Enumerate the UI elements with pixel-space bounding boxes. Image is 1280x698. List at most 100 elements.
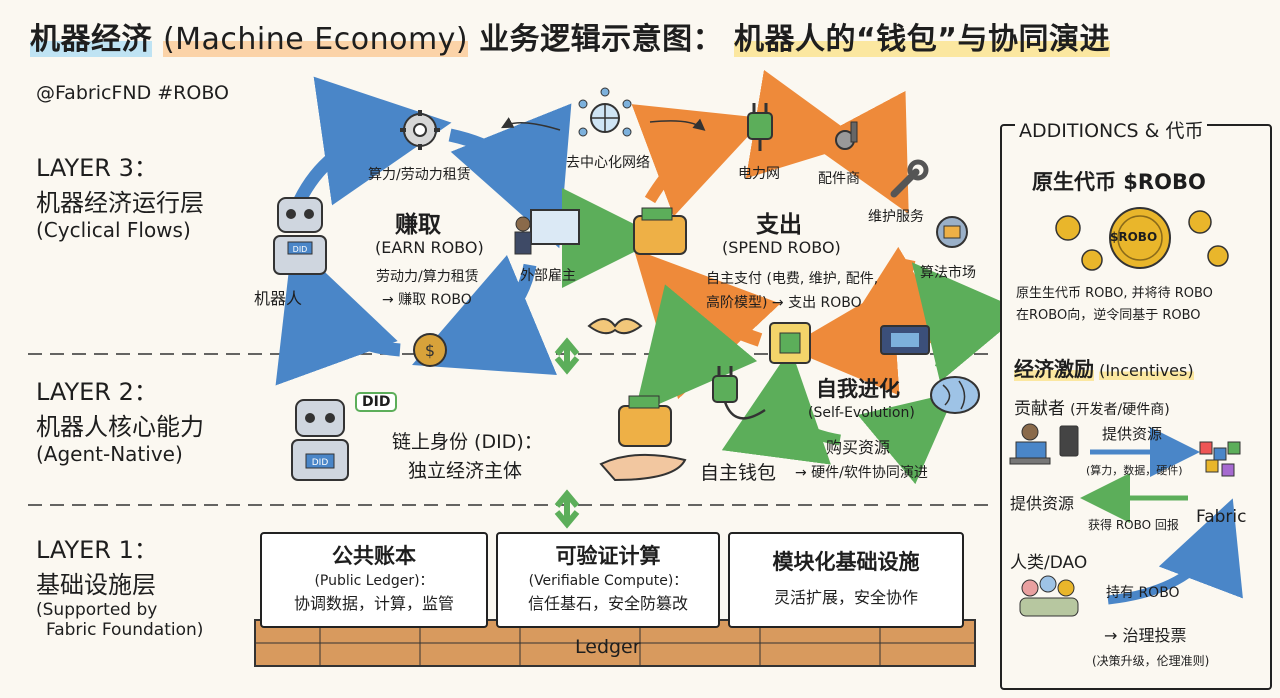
spend-desc-2: 高阶模型) → 支出 ROBO: [706, 295, 862, 311]
employer-label: 外部雇主: [520, 268, 576, 284]
layer1-label: LAYER 1： 基础设施层 (Supported by Fabric Foun…: [36, 536, 204, 640]
earn-desc-2: → 赚取 ROBO: [382, 292, 472, 308]
dao-label: 人类/DAO: [1010, 553, 1088, 573]
svg-text:DID: DID: [312, 458, 329, 468]
infra-box: 模块化基础设施 灵活扩展，安全协作: [728, 532, 964, 628]
arrow-evo-up: [911, 262, 1000, 382]
ledger-box: 公共账本 (Public Ledger)： 协调数据，计算，监管: [260, 532, 488, 628]
title-tail: 机器人的“钱包”与协同演进: [734, 22, 1110, 57]
reward-label: 获得 ROBO 回报: [1088, 518, 1179, 532]
arrow-network-right: [649, 118, 706, 131]
charger-icon: [712, 366, 766, 420]
ledger-label: Ledger: [575, 636, 641, 658]
arrow-spend-grid: [745, 69, 864, 179]
wallet-hand-icon: [599, 395, 687, 482]
rent-label: 算力/劳动力租赁: [368, 167, 471, 183]
title-middle: 业务逻辑示意图：: [479, 22, 724, 57]
parts-icon: [835, 121, 858, 150]
did-title: 链上身份 (DID)：: [392, 431, 543, 453]
token-title: 原生代币 $ROBO: [1032, 170, 1206, 194]
arrow-l2-l1: [554, 489, 580, 529]
did-badge: DID: [355, 392, 398, 412]
employer-icon: [514, 209, 580, 255]
device-icon: [1059, 425, 1079, 457]
flow-diagram: DID $: [28, 69, 1000, 667]
wallet-label: 自主钱包: [700, 462, 777, 484]
hold-label: 持有 ROBO: [1106, 585, 1180, 601]
algo-market-icon: [936, 216, 968, 248]
arrow-earn-down: [412, 254, 558, 375]
gov-sub: (决策升级，伦理准则): [1092, 654, 1210, 668]
compute-box: 可验证计算 (Verifiable Compute)： 信任基石，安全防篡改: [496, 532, 720, 628]
evo-en: (Self-Evolution): [808, 405, 915, 421]
incentive-diagram: [1009, 423, 1243, 617]
earn-desc-1: 劳动力/算力租赁: [376, 269, 479, 285]
arrow-spend-up: [631, 104, 765, 217]
robot-icon: DID: [273, 197, 327, 275]
arrow-evo-loop: [721, 348, 841, 465]
arrow-earn-back: [275, 241, 401, 386]
arrow-earn-right: [448, 103, 572, 249]
people-icon: [1019, 575, 1079, 617]
spend-en: (SPEND ROBO): [722, 238, 841, 257]
handshake-icon: [587, 318, 643, 335]
provide-label-2: 提供资源: [1010, 494, 1075, 513]
arrow-evo-brain: [857, 391, 956, 485]
algo-label: 算法市场: [920, 265, 976, 281]
plug-icon: [747, 103, 773, 151]
buy-label: 购买资源: [826, 438, 891, 457]
earn-en: (EARN ROBO): [375, 238, 484, 257]
token-desc-2: 在ROBO向，逆令同基于 ROBO: [1016, 308, 1201, 323]
robot-label: 机器人: [254, 289, 303, 308]
arrow-wallet-down: [634, 284, 758, 415]
supplier-label: 配件商: [818, 171, 860, 187]
contributor-label: 贡献者 (开发者/硬件商): [1014, 399, 1170, 419]
money-bag-icon: $: [413, 333, 447, 367]
fabric-cubes-icon: [1199, 441, 1241, 477]
robot-did-icon: DID: [291, 399, 349, 481]
page-title: 机器经济 (Machine Economy) 业务逻辑示意图： 机器人的“钱包”…: [30, 14, 1110, 58]
arrow-l3-l2: [554, 337, 580, 375]
module-icon: [769, 322, 811, 364]
layer2-label: LAYER 2： 机器人核心能力 (Agent-Native): [36, 378, 204, 466]
coin-label: $ROBO: [1110, 230, 1158, 244]
arrow-earn-up: [294, 76, 452, 206]
coin-icon: [1081, 249, 1103, 271]
coin-icon: [1188, 210, 1212, 234]
provide-label: 提供资源: [1102, 425, 1163, 443]
wallet-icon: [633, 207, 687, 255]
grid-label: 电力网: [738, 166, 780, 182]
arrow-dao-fabric: [1107, 498, 1243, 605]
spend-desc-1: 自主支付 (电费, 维护, 配件,: [706, 271, 879, 287]
coin-icon: [1207, 245, 1229, 267]
incentives-title: 经济激励 (Incentives): [1014, 357, 1194, 381]
svg-text:DID: DID: [293, 245, 308, 254]
gov-label: → 治理投票: [1104, 626, 1187, 645]
buy-sub: → 硬件/软件协同演进: [795, 465, 928, 481]
earn-title: 赚取: [395, 212, 441, 238]
network-icon: [578, 87, 632, 137]
panel-header: ADDITIONCS & 代币: [1015, 116, 1208, 143]
network-label: 去中心化网络: [566, 155, 650, 171]
title-english: (Machine Economy): [162, 22, 469, 57]
arrow-network-left: [501, 117, 561, 131]
chip-icon: [880, 325, 930, 355]
did-sub: 独立经济主体: [408, 460, 523, 482]
brain-icon: [930, 376, 980, 414]
gear-icon: [400, 110, 440, 150]
evo-title: 自我进化: [816, 377, 900, 401]
spend-title: 支出: [756, 212, 802, 238]
coins-graphic: [1055, 207, 1229, 271]
title-main: 机器经济: [30, 22, 152, 57]
svg-text:$: $: [425, 341, 435, 360]
developer-icon: [1009, 423, 1051, 465]
fabric-label: Fabric: [1196, 507, 1247, 527]
main-coin-icon: [1109, 207, 1171, 269]
maint-label: 维护服务: [868, 209, 924, 225]
coin-icon: [1055, 215, 1081, 241]
arrow-chip: [786, 285, 900, 396]
provide-sub: (算力，数据，硬件): [1086, 464, 1183, 477]
token-desc-1: 原生生代币 ROBO, 并将待 ROBO: [1016, 286, 1213, 301]
handle-text: @FabricFND #ROBO: [36, 82, 229, 104]
layer3-label: LAYER 3： 机器经济运行层 (Cyclical Flows): [36, 154, 204, 242]
